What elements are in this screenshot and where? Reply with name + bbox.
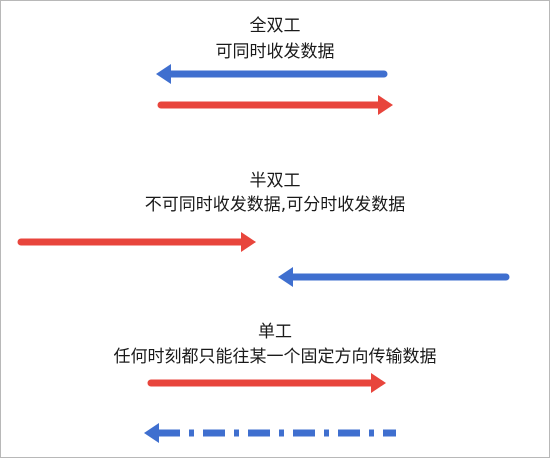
full-duplex-blue-arrow-head bbox=[156, 64, 171, 84]
half-duplex-red-arrow bbox=[17, 232, 256, 252]
half-duplex-red-arrow-head bbox=[241, 232, 256, 252]
full-duplex-red-arrow-head bbox=[378, 95, 393, 115]
simplex-red-arrow bbox=[147, 373, 386, 393]
simplex-red-arrow-head bbox=[371, 373, 386, 393]
simplex-blue-arrow-head bbox=[144, 423, 159, 443]
half-duplex-description: 不可同时收发数据,可分时收发数据 bbox=[144, 195, 406, 215]
half-duplex-blue-arrow-head bbox=[278, 267, 293, 287]
simplex-blue-arrow bbox=[144, 423, 396, 443]
full-duplex-description: 可同时收发数据 bbox=[215, 42, 335, 62]
full-duplex-blue-arrow bbox=[156, 64, 388, 84]
half-duplex-title: 半双工 bbox=[249, 171, 301, 191]
full-duplex-title: 全双工 bbox=[249, 16, 301, 36]
full-duplex-red-arrow bbox=[157, 95, 393, 115]
simplex-description: 任何时刻都只能往某一个固定方向传输数据 bbox=[113, 347, 437, 367]
half-duplex-blue-arrow bbox=[278, 267, 510, 287]
simplex-title: 单工 bbox=[258, 322, 292, 342]
